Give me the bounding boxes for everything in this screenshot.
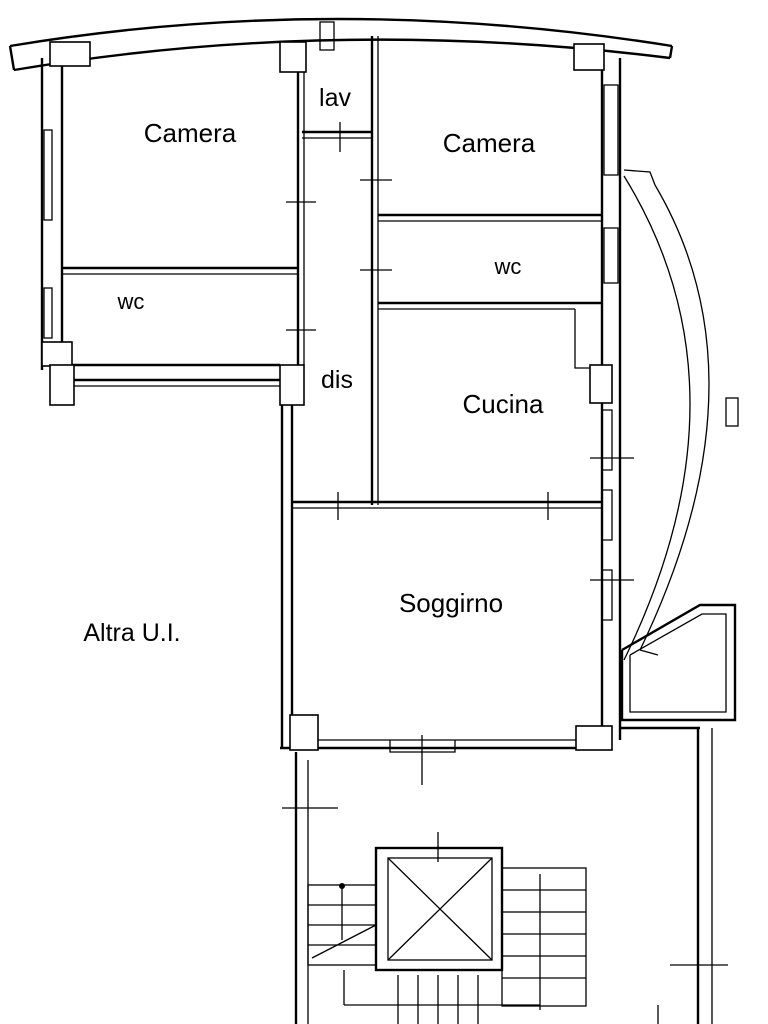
label-cucina: Cucina (463, 389, 544, 419)
pillars (41, 41, 605, 406)
small-terrace (620, 603, 737, 730)
label-wc-right: wc (494, 254, 522, 279)
label-wc-left: wc (117, 289, 145, 314)
label-dis: dis (321, 366, 353, 394)
right-rooms-walls (378, 58, 622, 740)
stairwell (294, 728, 713, 1024)
curved-balcony (623, 169, 739, 661)
left-wing-walls (40, 58, 305, 387)
label-altra-ui: Altra U.I. (83, 619, 180, 647)
label-camera-left: Camera (144, 118, 237, 148)
label-soggiorno: Soggirno (399, 588, 503, 618)
label-lav: lav (319, 84, 351, 112)
soggiorno-walls (280, 500, 613, 753)
door-marks (282, 122, 728, 1024)
top-curved-facade (8, 17, 674, 72)
label-camera-right: Camera (443, 128, 536, 158)
